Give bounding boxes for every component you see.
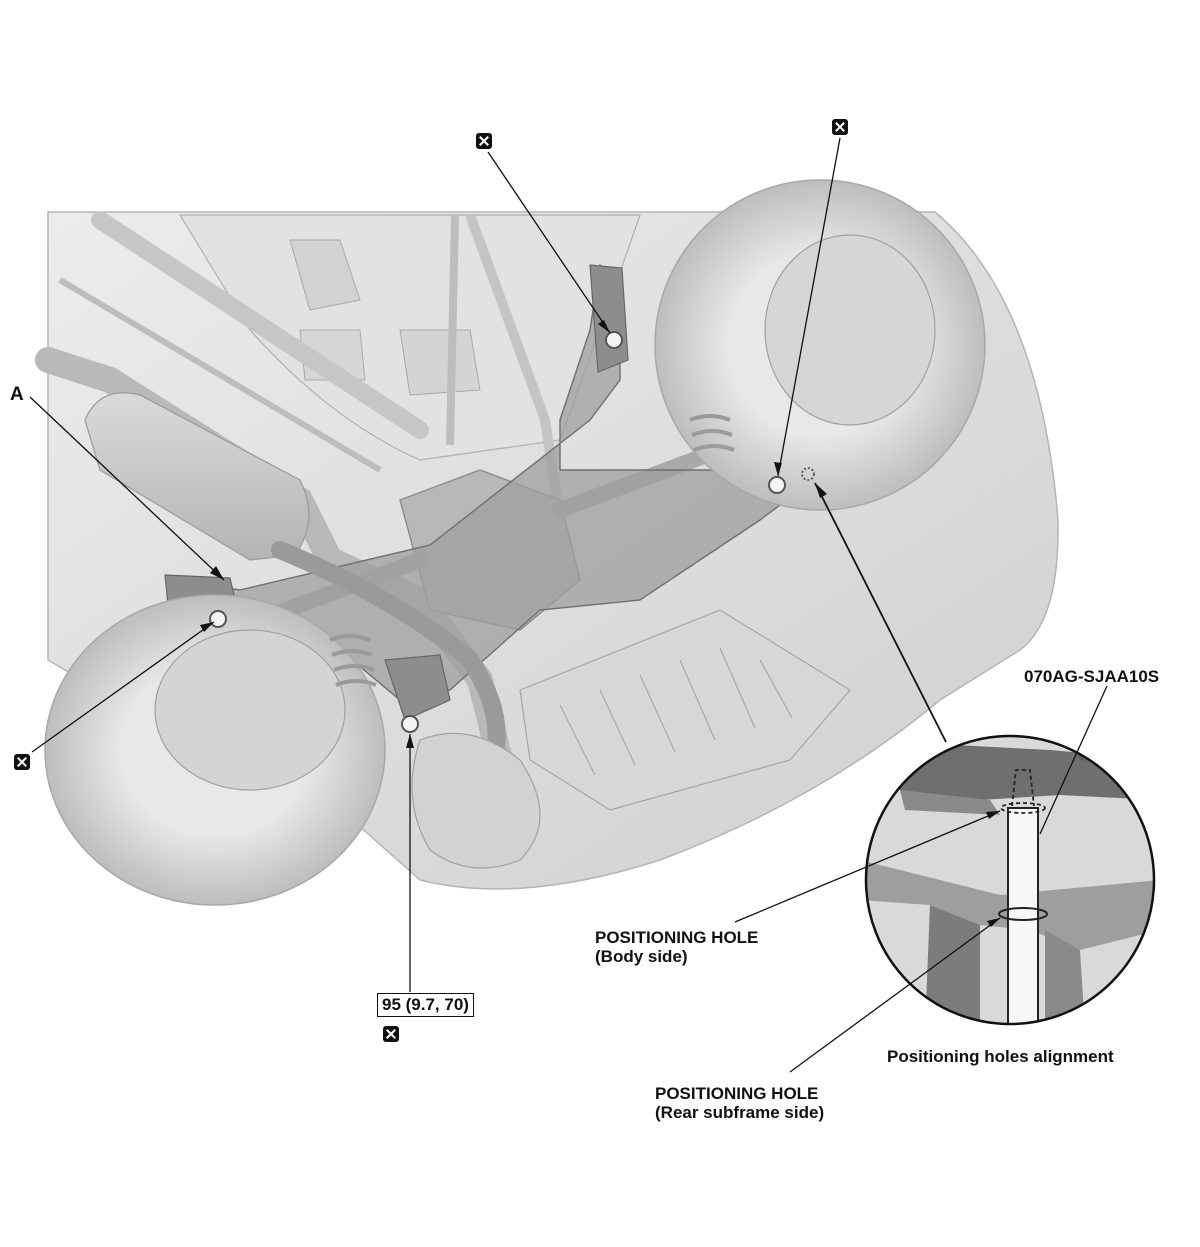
part-a-label: A xyxy=(10,384,24,405)
leader-hole-rear xyxy=(789,917,1001,1073)
leader-x-upper xyxy=(487,151,611,334)
positioning-hole-rear-line1: POSITIONING HOLE xyxy=(655,1084,819,1103)
floor-recess-2 xyxy=(399,329,481,396)
leader-hole-body xyxy=(734,810,1001,923)
arrow-x-left xyxy=(200,622,214,632)
floor-recess-1 xyxy=(289,239,361,311)
subframe-bolt-right xyxy=(768,476,786,494)
subframe-mount-bracket-rear xyxy=(384,654,451,721)
torque-spec-box: 95 (9.7, 70) xyxy=(377,993,474,1017)
detail-subframe-wall-right xyxy=(1045,930,1085,1024)
detail-view xyxy=(864,734,1156,1026)
leader-tool xyxy=(1039,685,1108,835)
fuel-line xyxy=(446,214,459,446)
alignment-pin xyxy=(1007,807,1039,1024)
leader-arrowheads xyxy=(200,320,1000,927)
boxed-x-icon xyxy=(14,754,30,770)
arrow-x-right xyxy=(774,462,782,476)
leader-x-left xyxy=(31,621,215,753)
positioning-hole-body-line1: POSITIONING HOLE xyxy=(595,928,759,947)
subframe-bolt-left xyxy=(209,610,227,628)
leader-lines xyxy=(29,137,1108,1073)
boxed-x-icon xyxy=(383,1026,399,1042)
boxed-x-icon xyxy=(476,133,492,149)
vehicle-underbody xyxy=(35,179,1059,906)
arrow-detail xyxy=(815,483,827,498)
positioning-hole-body-label: POSITIONING HOLE (Body side) xyxy=(595,928,758,966)
leader-a xyxy=(29,396,225,581)
subframe-hole-ring xyxy=(998,907,1048,921)
arrow-torque xyxy=(406,734,414,748)
detail-body-shade xyxy=(900,790,1000,815)
coil-spring-right xyxy=(689,414,735,452)
tool-number-label: 070AG-SJAA10S xyxy=(1024,667,1160,686)
leader-detail xyxy=(814,482,947,743)
arrow-hole-rear xyxy=(987,918,1000,927)
positioning-hole-rear-line2: (Rear subframe side) xyxy=(655,1103,825,1122)
left-rear-wheel xyxy=(154,629,346,791)
detail-caption: Positioning holes alignment xyxy=(887,1047,1114,1066)
positioning-hole-body-line2: (Body side) xyxy=(595,947,688,966)
subframe-bolt-upper xyxy=(605,331,623,349)
positioning-hole-marker xyxy=(801,467,815,481)
detail-circle-border xyxy=(864,734,1156,1026)
arrow-hole-body xyxy=(986,811,1000,819)
coil-spring-left xyxy=(329,634,377,687)
boxed-x-icon xyxy=(832,119,848,135)
shield-ribs xyxy=(559,647,793,776)
brake-line-bundle xyxy=(58,277,382,473)
driveshaft-tube xyxy=(91,211,429,439)
right-rear-wheel xyxy=(764,234,936,426)
fuel-tank-shield xyxy=(519,609,851,811)
positioning-hole-rear-label: POSITIONING HOLE (Rear subframe side) xyxy=(655,1084,824,1122)
spare-tire-well xyxy=(411,732,541,869)
alignment-pin-tip xyxy=(1011,769,1035,807)
arrow-a xyxy=(210,566,224,580)
arrow-x-upper xyxy=(598,320,610,333)
detail-subframe-wall xyxy=(925,905,980,1024)
leader-x-right xyxy=(777,137,841,477)
body-hole-ring xyxy=(1000,802,1046,814)
stabilizer-bar xyxy=(271,541,506,789)
subframe-bolt-rear xyxy=(401,715,419,733)
